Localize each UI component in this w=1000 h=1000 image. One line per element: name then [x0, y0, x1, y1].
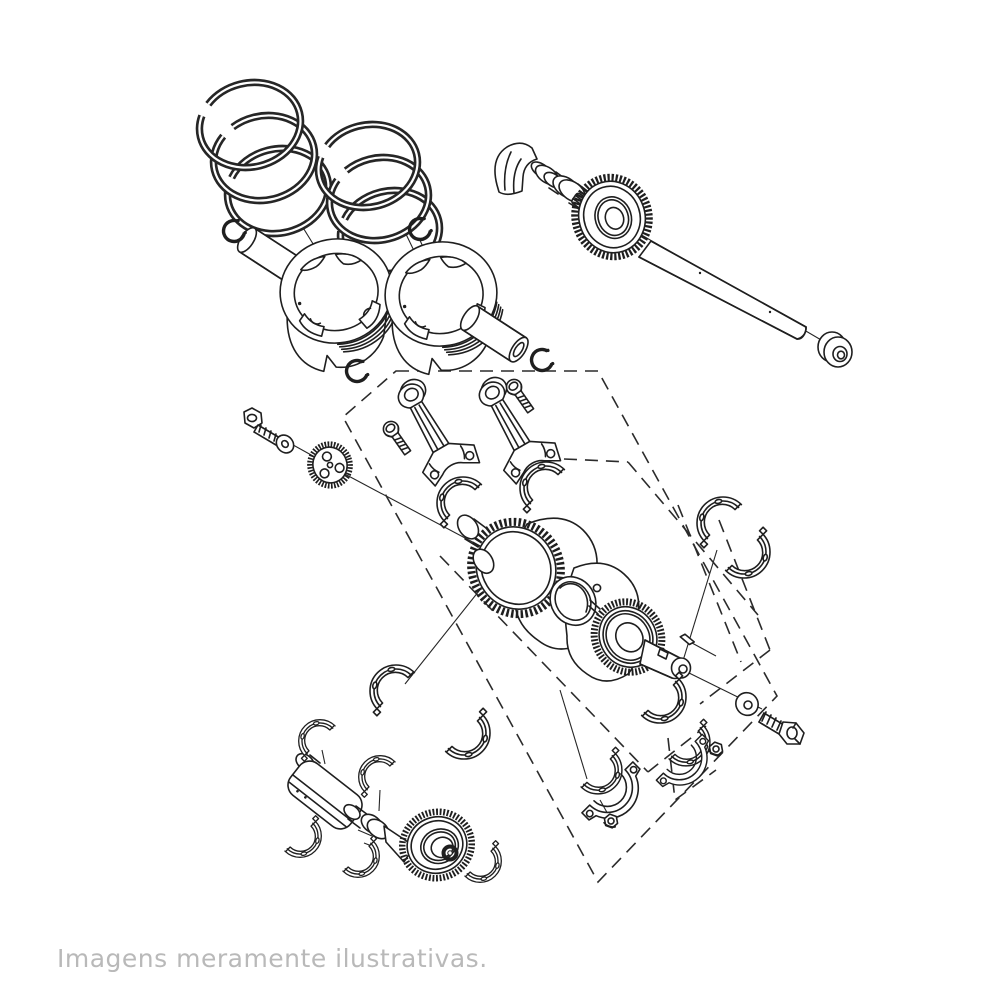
crank-washer: [735, 691, 759, 717]
circlip-2b: [526, 344, 558, 376]
main-shell-left-lower: [441, 707, 506, 771]
rod-bolt-1: [379, 417, 415, 458]
balancer-shell-3: [281, 815, 334, 867]
front-balancer-shaft: [494, 142, 853, 368]
shaft-bushing: [817, 331, 853, 368]
balancer-shaft-rod: [638, 240, 807, 340]
rod-shell-lower-1: [637, 671, 702, 735]
crank-nose: [639, 639, 692, 680]
balancer-shell-2: [346, 746, 399, 798]
crankshaft: [456, 514, 696, 682]
piston-2: [376, 231, 513, 381]
caption: Imagens meramente ilustrativas.: [57, 944, 488, 973]
crank-bolt: [758, 711, 805, 745]
cap-shell-1: [577, 746, 636, 805]
sprocket-bolt: [243, 407, 281, 446]
rear-balancer-shaft: [287, 752, 476, 882]
assembly-outline-dashed: [341, 370, 778, 884]
main-shell-left-upper: [354, 653, 419, 717]
main-shell-right-lower: [721, 526, 786, 590]
woodruff-key: [679, 633, 696, 646]
balancer-shell-1: [286, 710, 339, 762]
balancer-drive-gear: [571, 173, 653, 261]
sprocket-washer: [275, 434, 295, 454]
timing-sprocket: [307, 441, 353, 489]
main-shell-right-upper: [681, 485, 746, 549]
circlip-2a: [403, 212, 437, 246]
piston-ring-set-1: [195, 78, 333, 238]
